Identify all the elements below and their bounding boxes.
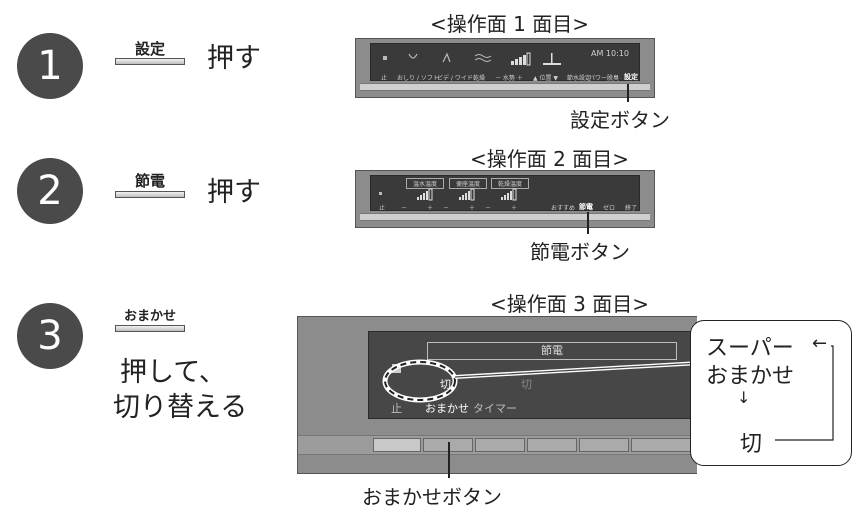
step-3-badge: 3 [17, 303, 83, 369]
panel-2-box-seat: 便座温度 [449, 178, 488, 189]
panel-2-box-dry: 乾燥温度 [491, 178, 530, 189]
flow-loop-arrow-icon: ← [812, 333, 828, 354]
step-1-action: 押す [207, 43, 261, 74]
step-1-number: 1 [37, 43, 63, 89]
panel-1-label-dry: 乾燥 [473, 75, 486, 82]
panel-1-label-pressure: － 水勢 ＋ [495, 75, 523, 82]
panel-1-display: AM 10:10 止 おしり / ソフト ビデ / ワイド 乾燥 － 水勢 ＋ … [370, 43, 640, 82]
panel-2-label-end: 終了 [625, 205, 638, 212]
step-3-action-line-1: 押して、 [120, 357, 226, 388]
panel-1-caption: <操作面 1 面目> [430, 12, 589, 36]
panel-2-box-water: 温水温度 [406, 178, 445, 189]
panel-2-label-zero: ゼロ [603, 205, 616, 212]
panel-2-label-minus-1: － [401, 205, 408, 212]
control-panel-2: 温水温度 便座温度 乾燥温度 止 － ＋ － ＋ － ＋ おすすめ 節電 ゼロ … [355, 170, 655, 228]
omakase-button-pointer [448, 442, 450, 478]
flow-down-arrow-icon: ↓ [737, 388, 751, 407]
panel-3-header: 節電 [541, 344, 563, 357]
flow-off: 切 [740, 432, 763, 457]
flow-super: スーパー [706, 336, 794, 361]
omakase-button-caption: おまかせボタン [362, 485, 502, 509]
step-3-number: 3 [37, 313, 63, 359]
panel-2-display: 温水温度 便座温度 乾燥温度 止 － ＋ － ＋ － ＋ おすすめ 節電 ゼロ … [370, 175, 640, 212]
flow-omakase: おまかせ [706, 364, 795, 389]
off-highlight-dash [384, 361, 456, 401]
step-3-button-label: おまかせ [123, 309, 176, 324]
panel-3-label-omakase: おまかせ [425, 402, 469, 415]
panel-3-caption: <操作面 3 面目> [490, 292, 649, 316]
panel-1-button-strip [360, 83, 650, 91]
panel-2-label-minus-2: － [443, 205, 450, 212]
step-3-action-line-2: 切り替える [113, 392, 248, 423]
panel-1-label-bidet: ビデ / ワイド [437, 75, 473, 82]
panel-2-label-stop: 止 [379, 205, 386, 212]
panel-1-label-settings: 設定 [624, 73, 638, 81]
eco-button-pointer [587, 212, 589, 234]
panel-3-off-ghost: 切 [521, 378, 532, 391]
step-1-button-label: 設定 [134, 40, 165, 58]
panel-3-off-label: 切 [440, 378, 451, 391]
panel-3-display: 節電 切 切 止 おまかせ タイマー [368, 331, 698, 419]
panel-3-key-3 [475, 438, 525, 452]
panel-1-time: AM 10:10 [591, 49, 629, 58]
panel-3-header-box [427, 342, 677, 360]
panel-1-label-position: ▲ 位置 ▼ [533, 75, 559, 82]
settings-button-caption: 設定ボタン [570, 108, 670, 132]
panel-3-label-stop: 止 [391, 402, 402, 415]
panel-2-label-eco: 節電 [579, 203, 593, 211]
control-panel-1: AM 10:10 止 おしり / ソフト ビデ / ワイド 乾燥 － 水勢 ＋ … [355, 38, 655, 98]
panel-1-label-deodor: パワー脱臭 [589, 75, 620, 82]
step-2-number: 2 [37, 168, 63, 214]
panel-3-key-4 [527, 438, 577, 452]
step-2-button-label: 節電 [134, 172, 165, 190]
callout-connector-core [454, 362, 701, 378]
panel-1-label-stop: 止 [381, 75, 388, 82]
step-2-badge: 2 [17, 158, 83, 224]
omakase-button-icon [115, 325, 185, 332]
panel-1-icons [383, 52, 561, 66]
panel-1-label-eco: 節水設定 [567, 75, 592, 82]
panel-2-label-minus-3: － [485, 205, 492, 212]
control-panel-3: 節電 切 切 止 おまかせ タイマー [297, 316, 698, 474]
mode-flow-callout [690, 320, 852, 466]
eco-button-icon [115, 191, 185, 198]
panel-2-label-plus-1: ＋ [427, 205, 434, 212]
panel-2-level-bars [379, 188, 517, 201]
panel-2-caption: <操作面 2 面目> [470, 147, 629, 171]
step-1-badge: 1 [17, 33, 83, 99]
panel-3-key-5 [579, 438, 629, 452]
panel-2-button-strip [360, 213, 650, 221]
panel-2-label-plus-3: ＋ [511, 205, 518, 212]
panel-2-label-recommend: おすすめ [551, 205, 576, 212]
step-2-action: 押す [207, 177, 261, 208]
panel-3-omakase-key [373, 438, 421, 452]
panel-1-label-oshiri: おしり / ソフト [397, 75, 439, 82]
panel-3-label-timer: タイマー [473, 402, 517, 415]
settings-button-icon [115, 58, 185, 65]
settings-button-pointer [627, 84, 629, 102]
eco-button-caption: 節電ボタン [530, 240, 630, 264]
panel-2-label-plus-2: ＋ [469, 205, 476, 212]
